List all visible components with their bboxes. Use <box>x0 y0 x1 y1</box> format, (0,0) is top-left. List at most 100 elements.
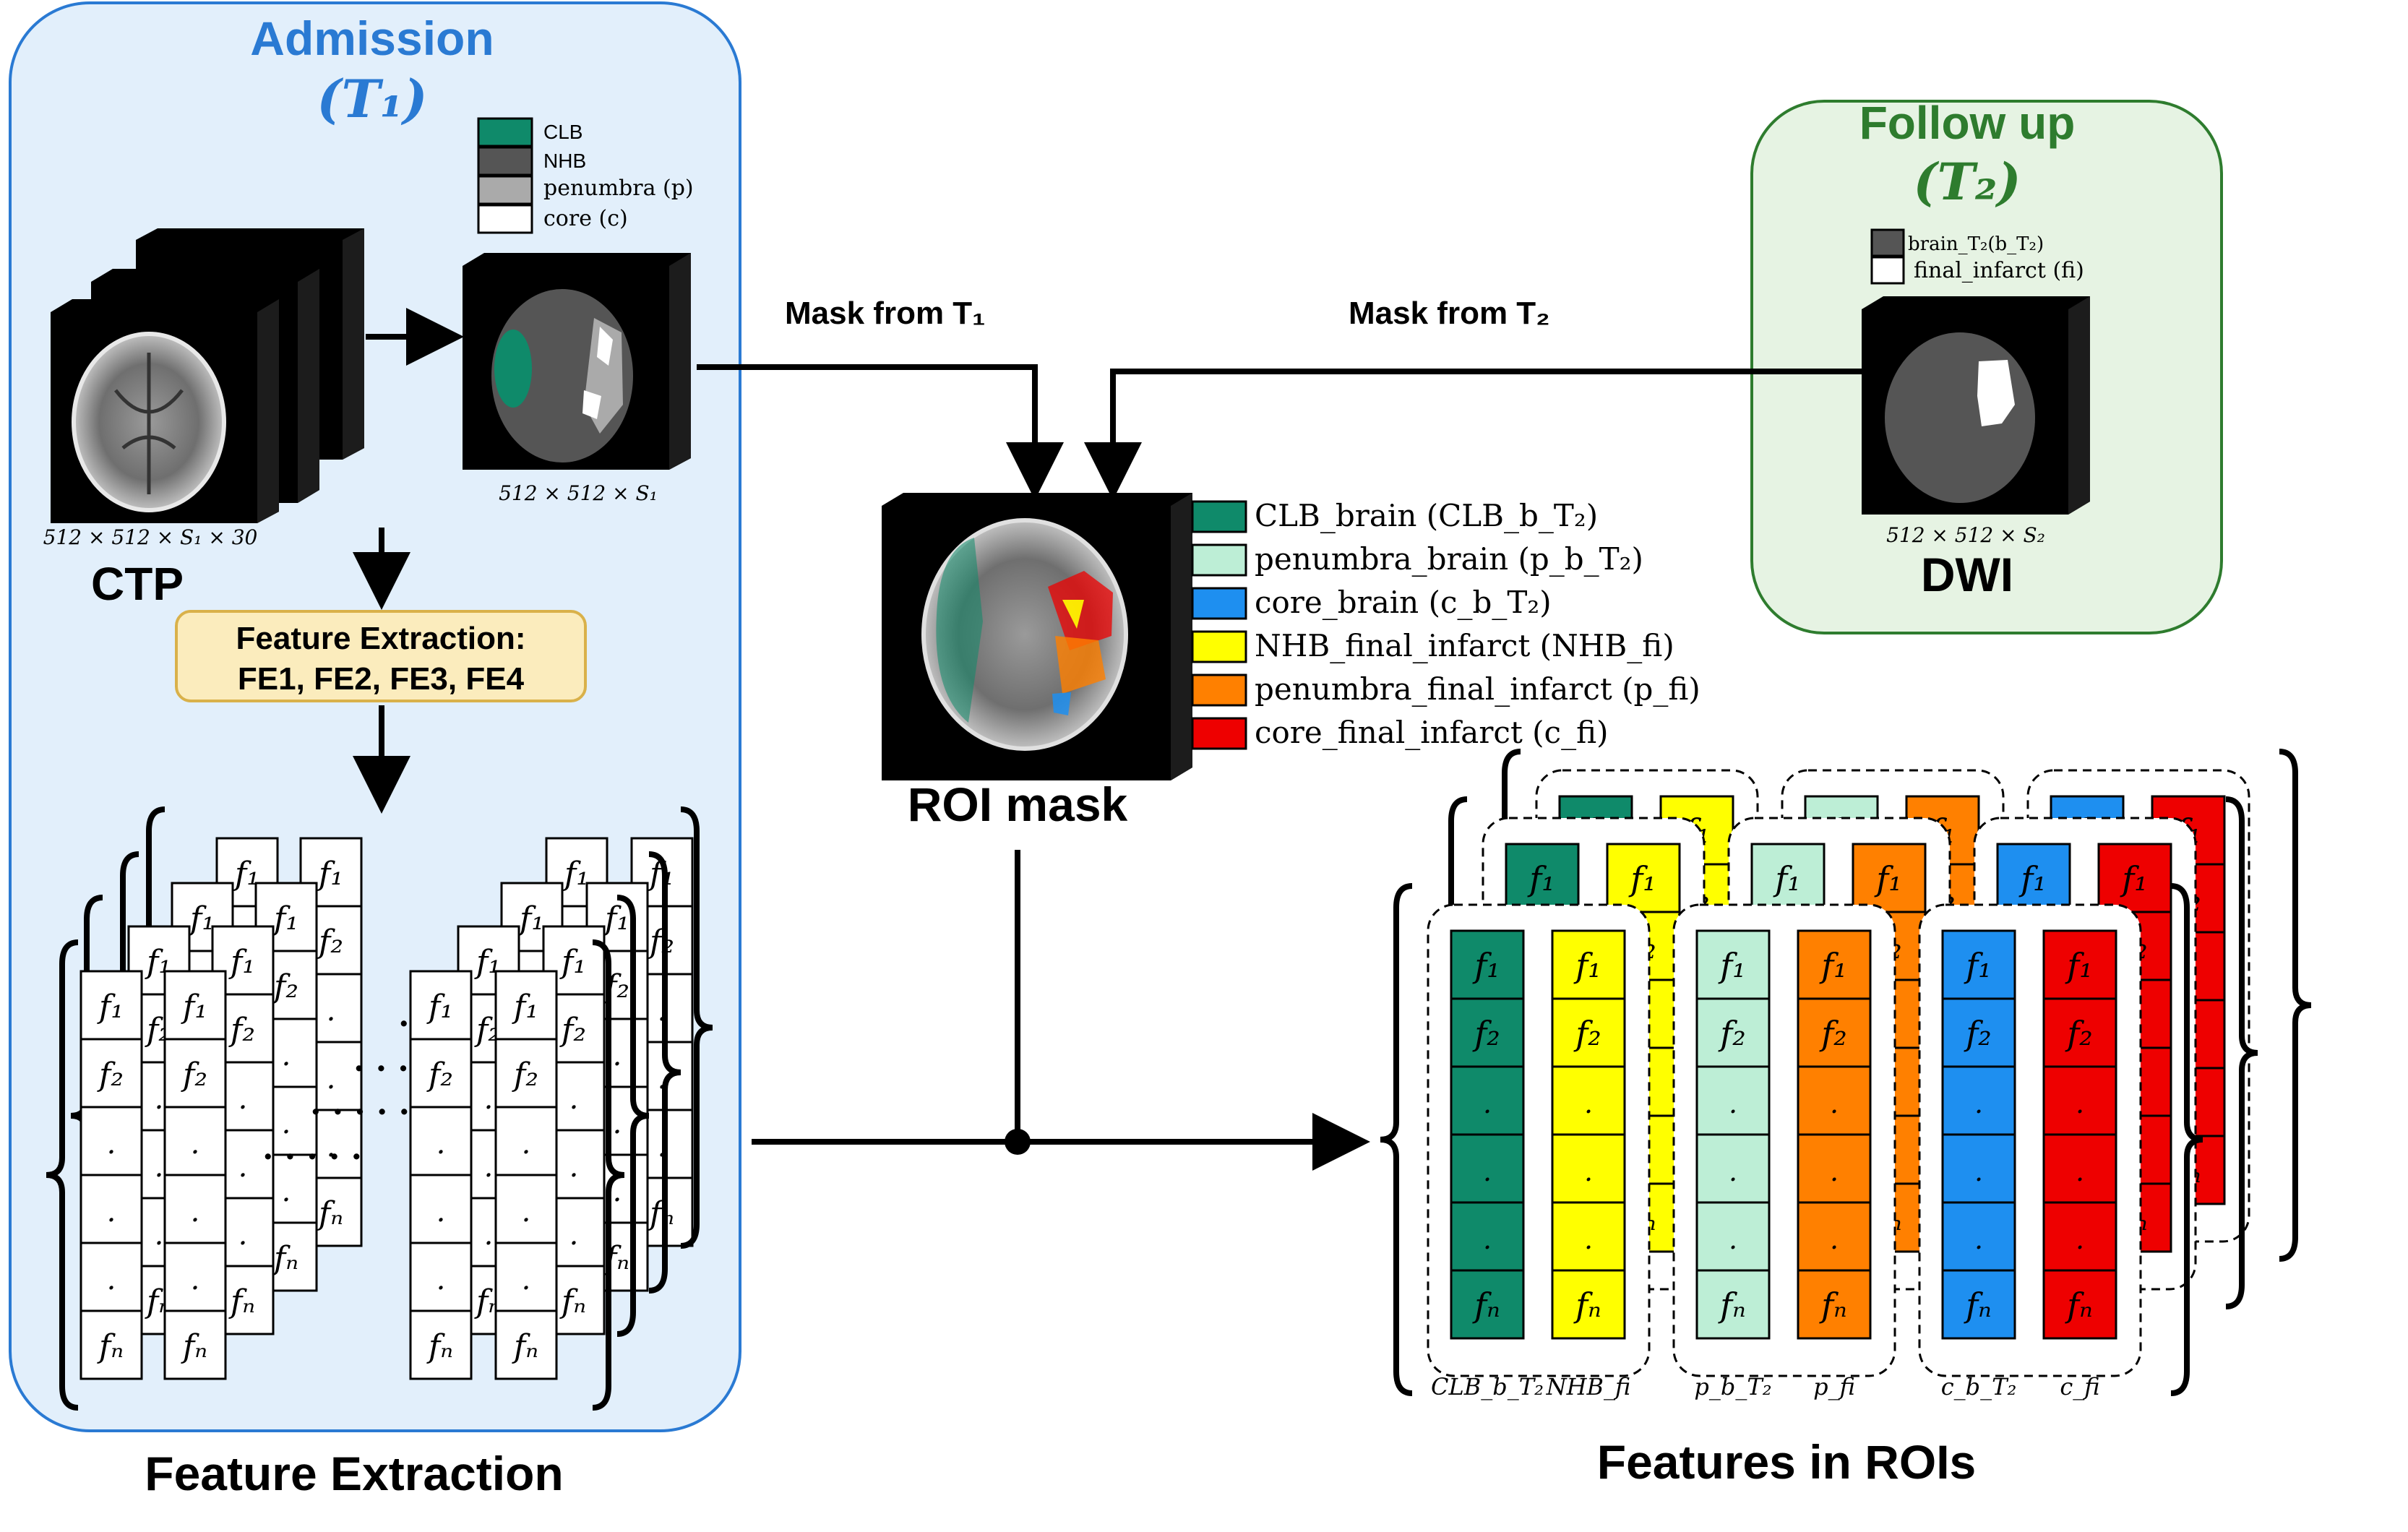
mask-from-t1-label: Mask from T₁ <box>785 296 985 331</box>
dwi-cube <box>1862 296 2090 515</box>
roi-legend-label: CLB_brain (CLB_b_T₂) <box>1255 498 1598 533</box>
feature-cell-label: . <box>613 1107 622 1140</box>
roi-clb-overlay <box>936 538 983 723</box>
roi-feature-cell-label: . <box>1974 1088 1983 1119</box>
roi-feature-cell-label: f₁ <box>1527 859 1555 898</box>
roi-feature-cell-label: f₁ <box>1874 859 1901 898</box>
feature-cell-label: f₂ <box>512 1057 538 1093</box>
legend-brain-t2-label: brain_T₂(b_T₂) <box>1908 233 2044 255</box>
legend-nhb-label: NHB <box>543 150 586 172</box>
roi-legend-label: penumbra_final_infarct (p_fi) <box>1255 671 1700 707</box>
roi-feature-cell-label: . <box>1584 1156 1593 1187</box>
feature-cell-label: . <box>327 1062 336 1096</box>
roi-feature-cell-label: f₁ <box>1573 946 1601 985</box>
roi-legend-label: penumbra_brain (p_b_T₂) <box>1255 541 1643 577</box>
legend-nhb-swatch <box>477 146 533 176</box>
feature-cell-label: fₙ <box>512 1328 538 1365</box>
feature-cell-label: . <box>484 1218 494 1252</box>
roi-nhb-overlay <box>1062 600 1084 629</box>
feature-cell-label: . <box>613 1039 622 1072</box>
feature-cell-label: . <box>569 1150 579 1184</box>
feature-cell-label: f₂ <box>559 1012 586 1049</box>
roi-column-label: c_b_T₂ <box>1941 1373 2017 1400</box>
feature-cell-label: f₁ <box>512 989 538 1025</box>
mask-core-region <box>582 327 613 419</box>
feature-extraction-line1: Feature Extraction: <box>236 621 526 656</box>
roi-feature-cell-label: f₁ <box>1819 946 1846 985</box>
roi-feature-cell-label: . <box>1830 1156 1839 1187</box>
feature-cell-label: . <box>613 1175 622 1208</box>
feature-cell-label: f₂ <box>317 924 343 960</box>
roi-feature-cell-label: fₙ <box>1718 1286 1746 1325</box>
roi-feature-cell-label: . <box>1584 1088 1593 1119</box>
roi-core-overlay <box>1052 692 1071 715</box>
roi-mask-label: ROI mask <box>908 778 1128 831</box>
ctp-label: CTP <box>91 558 184 610</box>
roi-feature-cell-label: . <box>1974 1223 1983 1255</box>
roi-feature-cell-label: f₁ <box>1628 859 1656 898</box>
section-title-feature-extraction: Feature Extraction <box>145 1447 564 1500</box>
curly-brace <box>2225 796 2258 1309</box>
feature-cell-label: . <box>522 1127 531 1161</box>
roi-feature-cell-label: . <box>1729 1088 1737 1119</box>
feature-cell-label: . <box>238 1150 248 1184</box>
curly-brace <box>680 806 713 1249</box>
roi-legend-swatch <box>1191 674 1247 707</box>
mask-clb-region <box>494 330 532 408</box>
legend-brain-t2-swatch <box>1870 228 1905 257</box>
feature-cell-label: f₁ <box>562 856 589 892</box>
feature-cell-label: fₙ <box>97 1328 124 1365</box>
mask-dims: 512 × 512 × S₁ <box>499 481 658 505</box>
roi-legend: CLB_brain (CLB_b_T₂) penumbra_brain (p_b_… <box>1191 498 1700 750</box>
legend-clb-swatch <box>477 117 533 147</box>
feature-cell-label: . <box>437 1127 446 1161</box>
feature-extraction-line2: FE1, FE2, FE3, FE4 <box>238 661 525 697</box>
feature-cell-label: f₁ <box>559 944 586 981</box>
admission-legend: CLB NHB penumbra (p) core (c) <box>477 117 694 234</box>
roi-mask-cube <box>882 493 1192 780</box>
feature-cell-label: . <box>522 1195 531 1228</box>
feature-cell-label: fₙ <box>181 1328 207 1365</box>
feature-extraction-box <box>175 610 587 702</box>
feature-cell-label: f₂ <box>648 924 674 960</box>
feature-cell-label: . <box>484 1150 494 1184</box>
curly-brace <box>2170 883 2203 1396</box>
roi-legend-swatch <box>1191 500 1247 533</box>
roi-column-label: c_fi <box>2060 1373 2099 1400</box>
roi-legend-label: NHB_final_infarct (NHB_fi) <box>1255 628 1674 663</box>
ctp-volume-stack <box>51 228 364 523</box>
feature-cell-label: . <box>155 1083 164 1116</box>
roi-column-label: p_fi <box>1813 1373 1855 1400</box>
roi-feature-cell-label: . <box>1729 1223 1737 1255</box>
admission-mask-cube <box>463 253 691 470</box>
roi-feature-cell-label: f₁ <box>2065 946 2092 985</box>
roi-feature-cell-label: f₁ <box>1472 946 1500 985</box>
feature-cell-label: f₁ <box>188 900 215 937</box>
roi-feature-cell-label: fₙ <box>1964 1286 1992 1325</box>
roi-feature-cell-label: f₂ <box>1472 1014 1500 1053</box>
feature-cell-label: . <box>191 1127 200 1161</box>
roi-feature-cell-label: . <box>2076 1223 2084 1255</box>
feature-cell-label: f₁ <box>426 989 453 1025</box>
curly-brace <box>46 939 79 1411</box>
roi-legend-swatch <box>1191 587 1247 620</box>
arrow-mask-t1-to-roi <box>697 364 1064 500</box>
roi-feature-cell-label: fₙ <box>1573 1286 1601 1325</box>
roi-legend-label: core_final_infarct (c_fi) <box>1255 715 1608 750</box>
feature-cell-label: . <box>238 1218 248 1252</box>
ellipsis-dots: . . . . . <box>310 1085 410 1122</box>
feature-cell-label: f₁ <box>181 989 207 1025</box>
curly-brace <box>2279 749 2312 1262</box>
roi-feature-cell-label: f₁ <box>1773 859 1800 898</box>
feature-cell-label: f₁ <box>603 900 629 937</box>
feature-cell-label: . <box>484 1083 494 1116</box>
feature-cell-label: . <box>569 1218 579 1252</box>
